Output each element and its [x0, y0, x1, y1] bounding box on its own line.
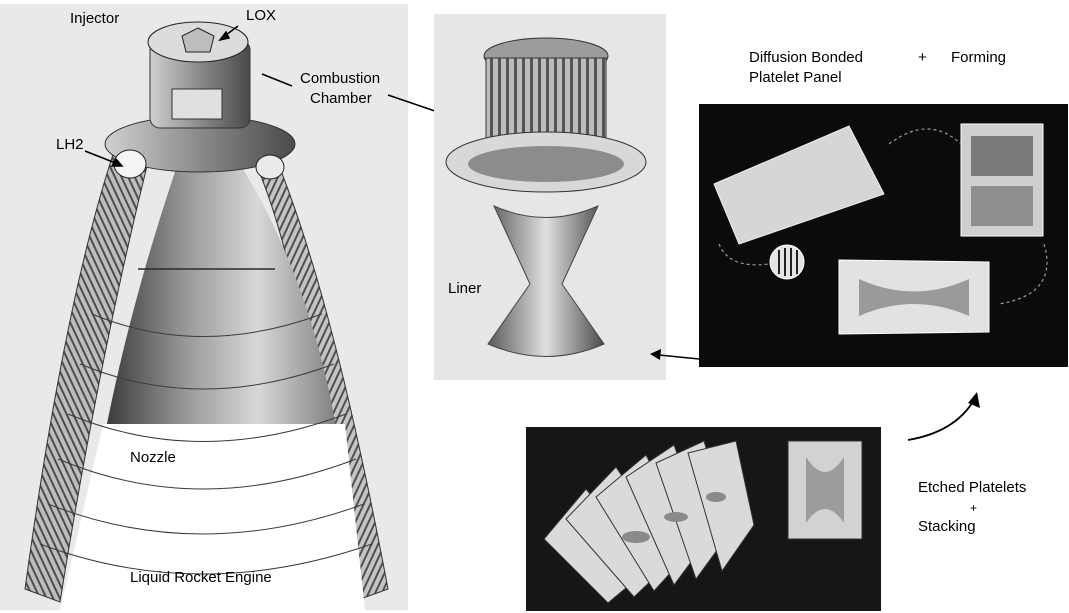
forming-to-liner-arrow [650, 349, 700, 360]
diffusion-label-line1: Diffusion Bonded [749, 49, 863, 66]
liner-ribbed-body [485, 57, 607, 139]
lox-label: LOX [246, 7, 277, 24]
lh2-inlet-right [255, 154, 285, 180]
engine-cutaway-drawing [24, 21, 389, 610]
single-platelet-throat [806, 457, 844, 523]
liner-photo [434, 14, 666, 380]
platelets-to-forming-arrow [907, 392, 980, 441]
formed-throat [859, 279, 969, 316]
nozzle-rings [39, 313, 373, 575]
forming-die-base [971, 186, 1033, 226]
lh2-label: LH2 [56, 136, 84, 153]
forming-die-window [971, 136, 1033, 176]
forming-drawing [713, 123, 1048, 335]
injector-core [181, 27, 215, 53]
liner-drawing [445, 37, 647, 357]
chamber-throat [171, 88, 223, 120]
liner-nozzle [487, 205, 605, 357]
platelet-throats [622, 492, 726, 543]
combustion-label-line1: Combustion [300, 70, 381, 87]
left-coolant-wall [24, 133, 151, 603]
combustion-label-line2: Chamber [310, 90, 372, 107]
nozzle-cone [105, 129, 340, 454]
nozzle-label: Nozzle [130, 449, 176, 466]
forming-label: Forming [951, 49, 1007, 66]
bonded-platelet-panel [713, 125, 885, 245]
nozzle-interior [60, 424, 365, 610]
leader-arrows [84, 25, 293, 167]
platelets-drawing [543, 440, 863, 604]
coolant-channel-detail [769, 244, 805, 280]
plus-bottom: + [970, 501, 978, 515]
forming-process-photo [699, 104, 1068, 367]
platelet-stack [543, 440, 755, 604]
engine-cutaway-illustration [0, 4, 408, 610]
etched-platelets-photo [526, 427, 881, 611]
liner-ring-inner [468, 146, 624, 182]
liner-label: Liner [448, 280, 482, 297]
injector-label: Injector [70, 10, 120, 27]
engine-title: Liquid Rocket Engine [130, 569, 272, 586]
channel-lines [778, 248, 798, 276]
process-flow-arrows [718, 128, 1048, 305]
diffusion-label-line2: Platelet Panel [749, 69, 842, 86]
plus-top: + [918, 49, 927, 66]
etched-platelets-label: Etched Platelets [918, 479, 1027, 496]
stacking-label: Stacking [918, 518, 976, 535]
